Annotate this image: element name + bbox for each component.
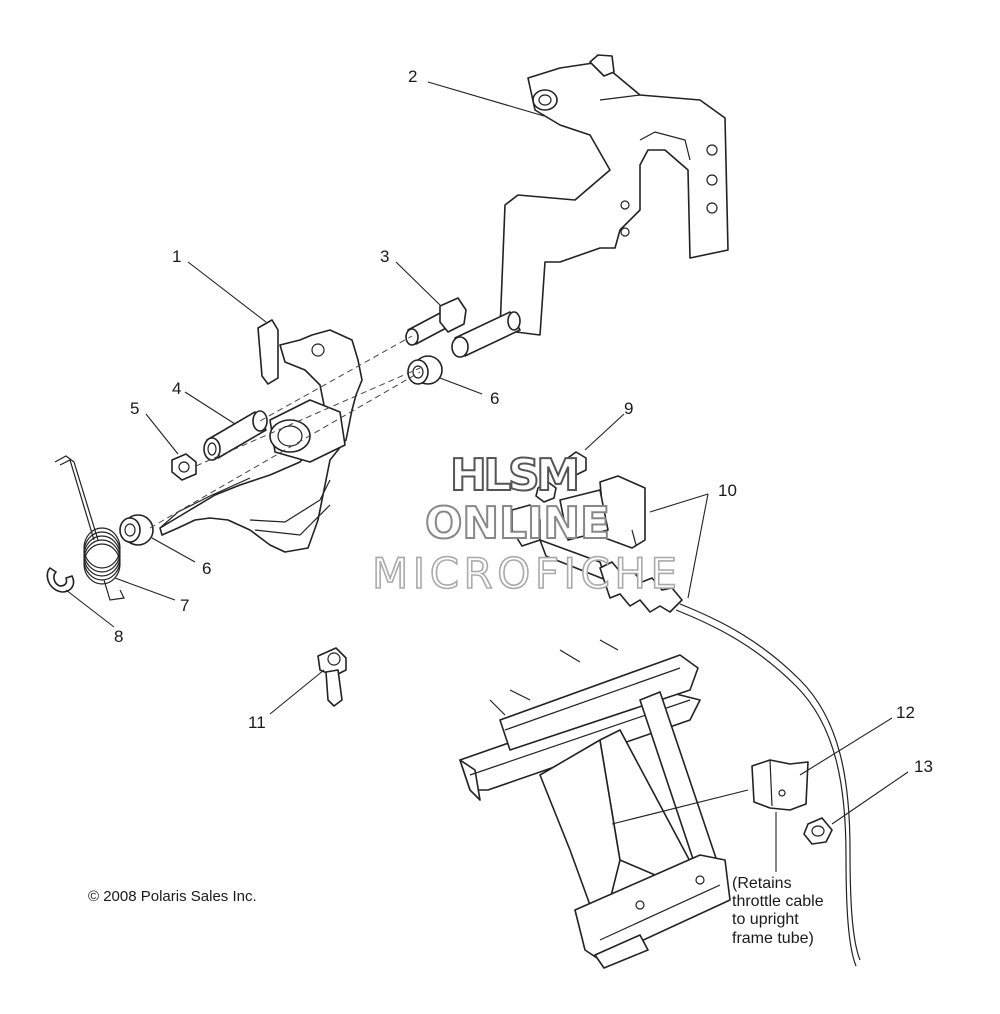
watermark: HLSM ONLINE MICROFICHE <box>371 449 678 599</box>
callout-2: 2 <box>408 67 417 86</box>
callout-5: 5 <box>130 399 139 418</box>
callout-7: 7 <box>180 596 189 615</box>
part-8-e-clip <box>46 567 75 593</box>
watermark-line-2: ONLINE <box>425 498 610 549</box>
part-6-bushing-upper <box>407 355 443 385</box>
copyright-text: © 2008 Polaris Sales Inc. <box>88 888 257 905</box>
pivot-shaft <box>451 311 521 358</box>
callout-6-upper: 6 <box>490 389 499 408</box>
callout-12: 12 <box>896 703 915 722</box>
note-line-1: (Retains <box>732 875 792 892</box>
part-6-bushing-lower <box>119 514 154 546</box>
callout-9: 9 <box>624 399 633 418</box>
part-10-throttle-cable <box>511 475 861 967</box>
callout-13: 13 <box>914 757 933 776</box>
note-line-4: frame tube) <box>732 930 814 947</box>
note-line-3: to upright <box>732 911 799 928</box>
part-5-nut <box>171 453 197 481</box>
part-13-screw <box>803 817 833 845</box>
part-4-sleeve <box>203 410 268 461</box>
callout-8: 8 <box>114 627 123 646</box>
note-line-2: throttle cable <box>732 893 824 910</box>
part-7-spring <box>54 455 125 601</box>
callouts: 1 2 3 4 5 6 6 7 8 9 10 11 12 13 <box>114 67 933 776</box>
part-11-key <box>317 647 347 707</box>
callout-4: 4 <box>172 379 181 398</box>
callout-1: 1 <box>172 247 181 266</box>
part-9-fasteners <box>535 451 587 503</box>
callout-10: 10 <box>718 481 737 500</box>
alignment-lines <box>149 335 421 529</box>
part-3-bolt <box>405 297 467 346</box>
part-1-pedal-arm <box>159 319 363 553</box>
retainer-note: (Retains throttle cable to upright frame… <box>732 875 824 947</box>
callout-11: 11 <box>248 713 266 732</box>
leader-lines <box>65 81 909 872</box>
callout-6-lower: 6 <box>202 559 211 578</box>
watermark-line-3: MICROFICHE <box>372 549 677 598</box>
frame-assembly <box>459 639 731 969</box>
part-12-clip <box>751 759 809 811</box>
callout-3: 3 <box>380 247 389 266</box>
watermark-line-1: HLSM <box>450 450 580 501</box>
part-2-bracket <box>499 54 729 336</box>
